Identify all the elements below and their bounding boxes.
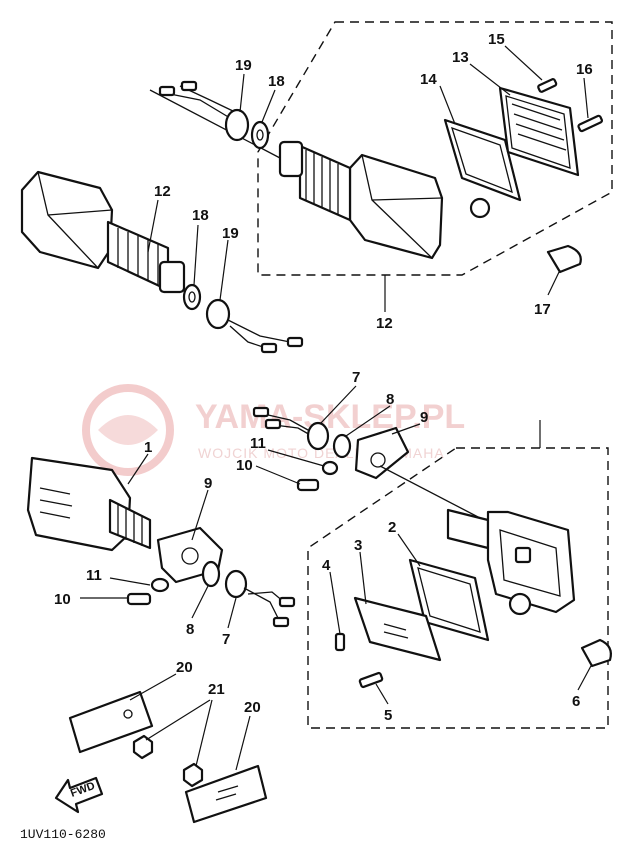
callout-12-left: 12 (154, 183, 171, 200)
callout-3: 3 (354, 537, 362, 554)
nut-21-upper (132, 734, 154, 760)
bolt-10-left (126, 592, 152, 606)
rear-indicator-right (149, 89, 444, 260)
callout-17: 17 (534, 301, 551, 318)
grommet-7-left (224, 569, 248, 599)
subassembly-outline-1 (307, 447, 609, 729)
washer-8-right (332, 433, 352, 459)
callout-5: 5 (384, 707, 392, 724)
nut-21-lower (182, 762, 204, 788)
reflector-20-upper (68, 690, 154, 754)
bolt-10-right (296, 478, 320, 492)
leader-lines (80, 45, 593, 771)
washer-8-left (201, 560, 221, 588)
lens-13 (498, 86, 580, 177)
bulb-top-small (469, 197, 491, 219)
callout-12-bottom: 12 (376, 315, 393, 332)
front-indicator-left (26, 456, 152, 552)
washer-11-right (321, 460, 339, 476)
rear-indicator-left (20, 170, 186, 294)
callout-19-left: 19 (222, 225, 239, 242)
callout-4: 4 (322, 557, 331, 574)
grommet-19-left (205, 298, 231, 330)
wire-connectors-left (227, 319, 304, 354)
screw-16 (577, 114, 604, 133)
screw-5 (358, 671, 384, 689)
callout-13: 13 (452, 49, 469, 66)
subassembly-outline-12 (257, 21, 613, 276)
washer-18-left (182, 283, 202, 311)
bulb-17 (546, 244, 582, 274)
callout-18-left: 18 (192, 207, 209, 224)
bracket-9-right (354, 426, 410, 480)
watermark-title: YAMA-SKLEP.PL (195, 398, 465, 436)
callout-18-top: 18 (268, 73, 285, 90)
callout-20-upper: 20 (176, 659, 193, 676)
watermark-logo-icon (82, 384, 174, 476)
drawing-code: 1UV110-6280 (20, 827, 106, 842)
callout-9-top: 9 (420, 409, 428, 426)
callout-6: 6 (572, 693, 580, 710)
callout-16: 16 (576, 61, 593, 78)
callout-10-top: 10 (236, 457, 253, 474)
callout-15: 15 (488, 31, 505, 48)
callout-numbers: 19 18 14 13 15 16 17 12 12 18 19 1 7 8 9… (54, 31, 593, 724)
callout-7-top: 7 (352, 369, 360, 386)
fwd-arrow-icon: FWD (54, 776, 104, 814)
callout-2: 2 (388, 519, 396, 536)
lens-3 (353, 596, 442, 662)
callout-11-top: 11 (250, 435, 266, 452)
washer-11-left (150, 577, 170, 593)
grommet-19-top (224, 108, 250, 142)
screw-4 (334, 632, 346, 652)
front-indicator-right (446, 508, 576, 616)
callout-14: 14 (420, 71, 437, 88)
screw-15 (537, 78, 558, 93)
wire-connectors-bottom-left (243, 587, 296, 628)
callout-21: 21 (208, 681, 225, 698)
callout-11-bottom: 11 (86, 567, 102, 584)
wire-connectors-top-right (252, 406, 313, 437)
reflector-20-lower (184, 764, 268, 824)
callout-7-bottom: 7 (222, 631, 230, 648)
callout-20-lower: 20 (244, 699, 261, 716)
callout-8-bottom: 8 (186, 621, 194, 638)
watermark: YAMA-SKLEP.PL WOJCIK MOTO DEALER YAMAHA (82, 384, 465, 476)
callout-9-bottom: 9 (204, 475, 212, 492)
grommet-7-right (306, 421, 330, 451)
bulb-6 (580, 638, 612, 668)
gasket-14 (443, 118, 522, 202)
wire-connectors-top (158, 80, 236, 119)
callout-19-top: 19 (235, 57, 252, 74)
callout-10-bottom: 10 (54, 591, 71, 608)
callout-8-top: 8 (386, 391, 394, 408)
washer-18-top (250, 120, 270, 150)
callout-1: 1 (144, 439, 152, 456)
gasket-2 (408, 558, 490, 642)
